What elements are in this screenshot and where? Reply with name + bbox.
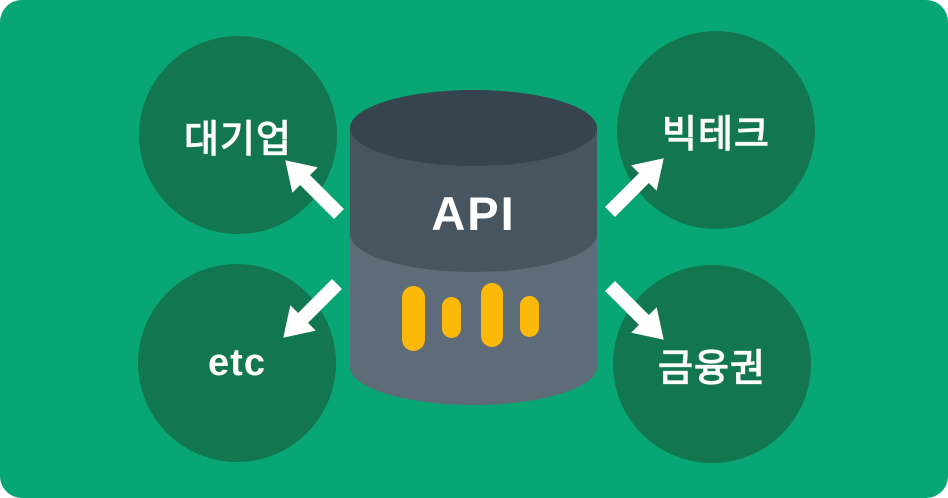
- database-icon: [350, 90, 597, 405]
- node-circle-top-left: 대기업: [139, 36, 337, 234]
- cylinder-bottom-ellipse: [350, 329, 597, 405]
- node-circle-bottom-left: etc: [138, 264, 336, 462]
- node-circle-bottom-right: 금융권: [613, 265, 811, 463]
- api-title: API: [431, 186, 516, 240]
- cylinder-top-ellipse: [350, 90, 597, 166]
- bar-chart-bar-1: [402, 286, 425, 351]
- cylinder-lower-band: [350, 234, 597, 367]
- node-label-top-left: 대기업: [184, 118, 292, 161]
- node-label-bottom-left: etc: [208, 341, 266, 384]
- bar-chart-bar-2: [442, 297, 461, 338]
- node-circle-top-right: 빅테크: [617, 31, 815, 229]
- node-label-top-right: 빅테크: [662, 113, 770, 156]
- bar-chart-bar-4: [520, 296, 539, 337]
- node-label-bottom-right: 금융권: [658, 347, 766, 390]
- bar-chart-bar-3: [481, 283, 503, 347]
